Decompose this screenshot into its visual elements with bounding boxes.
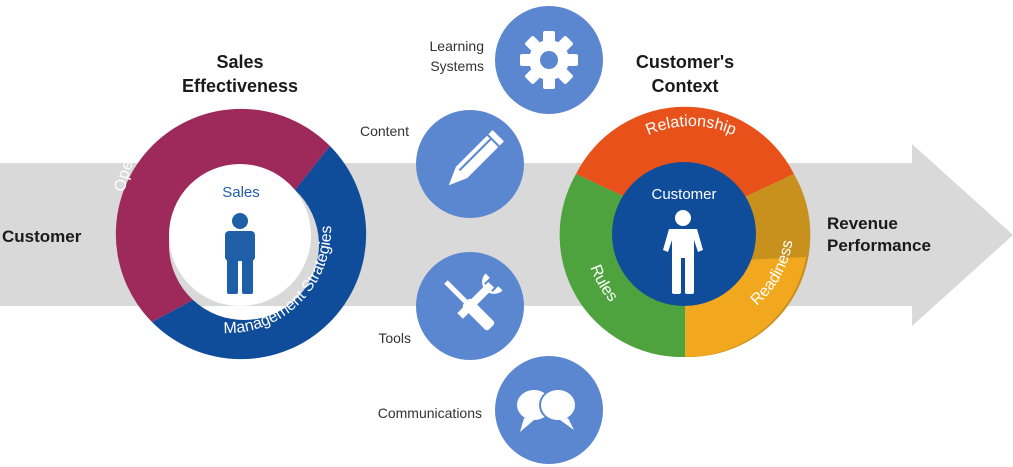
customer-context-ring bbox=[559, 106, 811, 358]
pencil-icon bbox=[448, 130, 504, 186]
readiness-lower-segment bbox=[685, 257, 806, 358]
sales-person-icon bbox=[225, 213, 255, 294]
learning-systems-label-line1: Learning bbox=[430, 38, 485, 54]
customer-person-icon bbox=[663, 210, 703, 294]
speech-bubbles-icon bbox=[515, 388, 577, 432]
management-strategies-segment bbox=[152, 146, 367, 360]
learning-systems-label-line2: Systems bbox=[430, 58, 484, 74]
customers-context-title-line1: Customer's bbox=[636, 52, 734, 72]
communications-label: Communications bbox=[378, 405, 482, 421]
operating-strategies-segment bbox=[115, 108, 330, 323]
sales-center-label: Sales bbox=[222, 184, 260, 201]
sales-effectiveness-title-line1: Sales bbox=[216, 52, 263, 72]
relationship-segment bbox=[576, 106, 794, 204]
content-label: Content bbox=[360, 123, 409, 139]
customers-context-title-line2: Context bbox=[652, 76, 719, 96]
wrench-screwdriver-icon bbox=[444, 273, 503, 331]
customer-center-label: Customer bbox=[651, 186, 716, 203]
revenue-performance-line1: Revenue bbox=[827, 214, 898, 233]
tools-label: Tools bbox=[378, 330, 411, 346]
customer-left-label: Customer bbox=[2, 227, 82, 246]
gear-icon bbox=[520, 31, 578, 89]
sales-effectiveness-title-line2: Effectiveness bbox=[182, 76, 298, 96]
revenue-performance-line2: Performance bbox=[827, 236, 931, 255]
